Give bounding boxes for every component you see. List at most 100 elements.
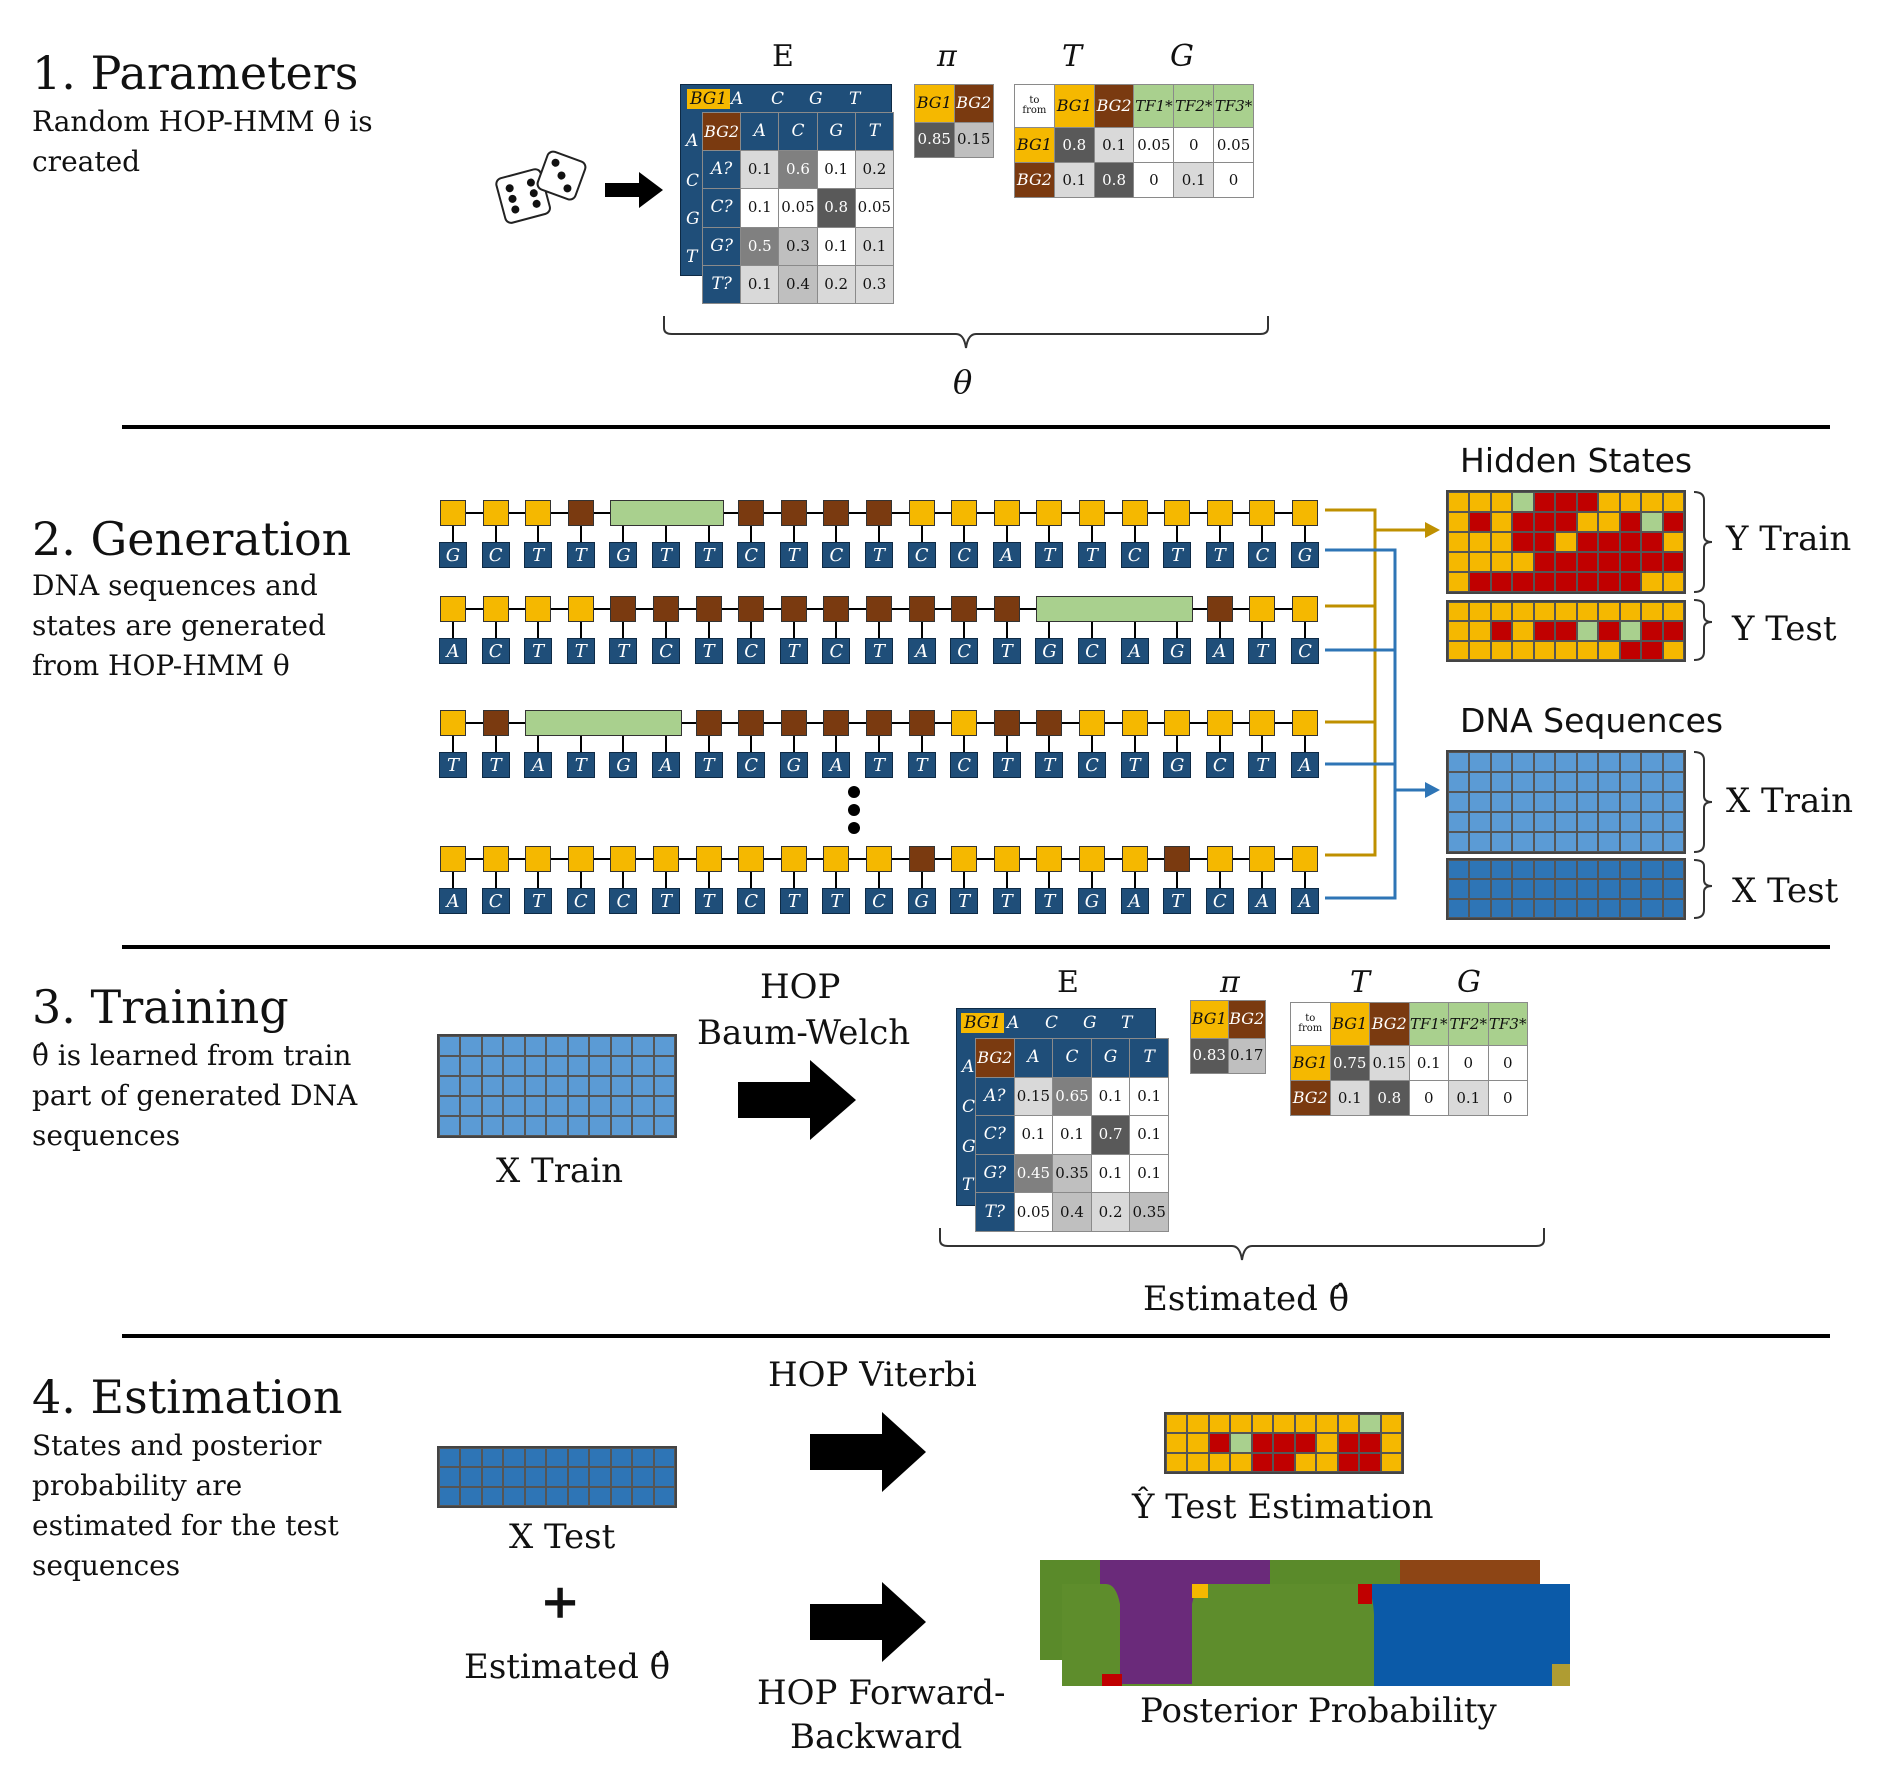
grid-cell (503, 1116, 525, 1136)
grid-cell (1490, 640, 1513, 660)
nucleotide-cell: C (481, 638, 510, 664)
grid-cell (1512, 812, 1534, 832)
grid-cell (1619, 772, 1642, 792)
grid-cell (1490, 752, 1513, 772)
grid-cell (1641, 812, 1663, 832)
grid-cell (1359, 1452, 1381, 1472)
grid-cell (1576, 512, 1599, 532)
x-brackets (1693, 751, 1713, 919)
bg2-state-box (1206, 596, 1233, 622)
grid-cell (1469, 532, 1491, 552)
grid-cell (1533, 860, 1556, 880)
grid-cell (610, 1448, 633, 1468)
grid-cell (589, 1096, 611, 1116)
grid-cell (1598, 792, 1620, 812)
posterior-probability-label: Posterior Probability (1140, 1691, 1497, 1731)
grid-cell (1294, 1452, 1317, 1472)
viterbi-arrow-icon (810, 1412, 926, 1492)
grid-cell (567, 1448, 590, 1468)
grid-cell (1469, 812, 1491, 832)
grid-cell (1251, 1414, 1274, 1434)
grid-cell (567, 1116, 590, 1136)
emission-arrow (878, 622, 880, 638)
grid-cell (1512, 532, 1534, 552)
nucleotide-cell: C (737, 542, 766, 568)
y-brackets (1693, 491, 1713, 661)
grid-cell (1448, 492, 1470, 512)
bg1-state-box (482, 500, 509, 526)
bg1-state-box (525, 846, 552, 872)
nucleotide-cell: T (907, 752, 936, 778)
section-2-desc: DNA sequences and states are generated f… (32, 569, 326, 682)
emission-arrow (579, 872, 582, 888)
emission-arrow (622, 872, 625, 888)
training-x-train-label: X Train (496, 1151, 623, 1191)
grid-cell (1490, 772, 1513, 792)
grid-cell (610, 1096, 633, 1116)
section-4-title: 4. Estimation (32, 1370, 343, 1424)
grid-cell (1512, 621, 1534, 641)
emission-arrow (1218, 736, 1221, 752)
grid-cell (1448, 532, 1470, 552)
bg1-state-box (951, 500, 978, 526)
grid-cell (1555, 621, 1577, 641)
grid-cell (1166, 1433, 1188, 1453)
theta-label: θ (953, 363, 973, 401)
grid-cell (1533, 879, 1556, 899)
bg2-state-box (908, 596, 935, 622)
grid-cell (1512, 860, 1534, 880)
emission-arrow (1005, 736, 1008, 752)
baum-welch-line1: HOP (760, 967, 841, 1007)
nucleotide-cell: C (950, 638, 979, 664)
emission-arrow (622, 622, 625, 638)
grid-cell (1662, 860, 1684, 880)
grid-cell (1512, 602, 1534, 622)
nucleotide-cell: A (1291, 888, 1319, 914)
grid-cell (439, 1076, 461, 1096)
grid-cell (1555, 752, 1577, 772)
grid-cell (1555, 860, 1577, 880)
nucleotide-cell: C (1078, 638, 1106, 664)
grid-cell (610, 1486, 633, 1506)
grid-cell (1619, 552, 1642, 572)
emission-arrow (1176, 736, 1179, 752)
bg1-state-box (908, 500, 935, 526)
grid-cell (567, 1486, 590, 1506)
emission-arrow (452, 736, 454, 752)
grid-cell (610, 1076, 633, 1096)
grid-cell (1576, 792, 1599, 812)
grid-cell (567, 1056, 590, 1076)
bg1-state-box (951, 710, 978, 736)
bg2-state-box (738, 596, 765, 622)
grid-cell (1512, 640, 1534, 660)
bg1-state-box (1121, 710, 1148, 736)
nucleotide-cell: T (1035, 542, 1064, 568)
grid-cell (589, 1076, 611, 1096)
grid-cell (1641, 572, 1663, 592)
grid-cell (1619, 812, 1642, 832)
training-x-train-grid (437, 1034, 677, 1138)
nucleotide-cell: G (1035, 638, 1064, 664)
grid-cell (1662, 898, 1684, 918)
nucleotide-cell: T (1163, 888, 1192, 914)
grid-cell (1555, 832, 1577, 852)
bg2-state-box (738, 500, 765, 526)
grid-cell (460, 1076, 482, 1096)
bg1-state-box (482, 846, 509, 872)
bg1-state-box (1036, 500, 1063, 526)
bg1-state-box (1292, 500, 1318, 526)
grid-cell (1533, 772, 1556, 792)
grid-cell (1490, 532, 1513, 552)
nucleotide-cell: T (1248, 752, 1277, 778)
grid-cell (1662, 492, 1684, 512)
grid-cell (1555, 492, 1577, 512)
nucleotide-cell: C (950, 542, 979, 568)
grid-cell (1273, 1414, 1295, 1434)
emission-arrow (1133, 622, 1136, 638)
nucleotide-cell: T (439, 752, 467, 778)
g-label: G (1170, 39, 1194, 74)
emission-arrow (494, 526, 497, 542)
estimated-theta-brace (939, 1228, 1545, 1261)
